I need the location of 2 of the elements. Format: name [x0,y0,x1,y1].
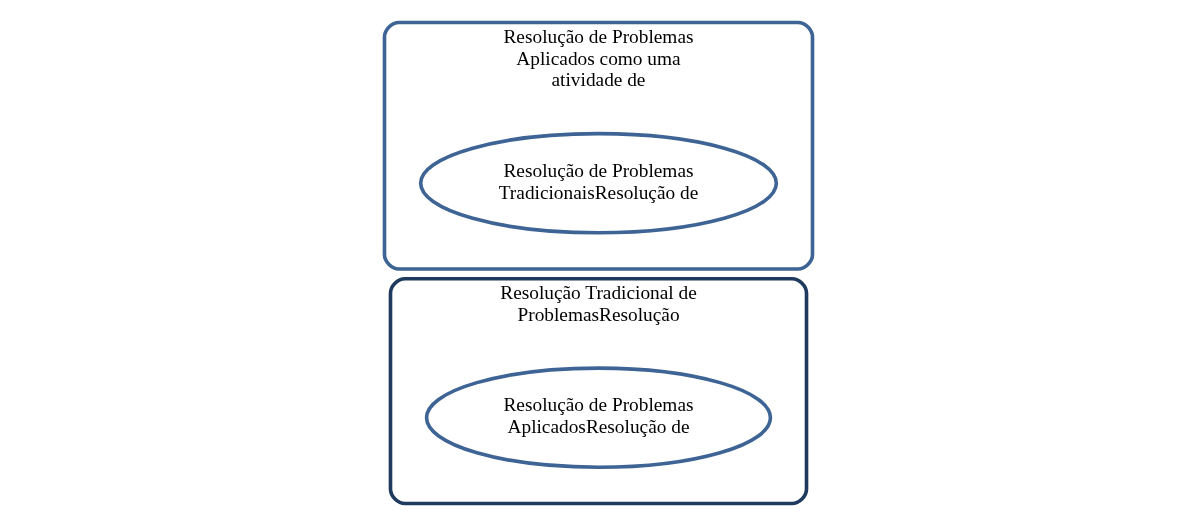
node-ellipse: Resolução de Problemas TradicionaisResolução de [418,131,778,235]
node-ellipse: Resolução de Problemas AplicadosResolução de [424,366,772,470]
